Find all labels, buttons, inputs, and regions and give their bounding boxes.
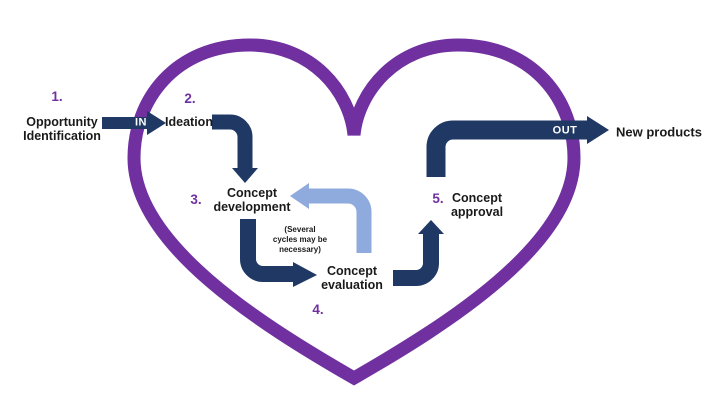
in-label: IN xyxy=(135,116,147,129)
step3-label: Concept development xyxy=(213,186,291,214)
step1-number: 1. xyxy=(51,89,63,104)
in-arrow-head-icon xyxy=(147,111,166,135)
out-arrow-shaft xyxy=(426,120,587,177)
step2-number: 2. xyxy=(184,91,196,106)
step1-label: Opportunity Identification xyxy=(23,115,101,143)
development-to-evaluation-arrow-head-icon xyxy=(293,262,317,287)
ideation-to-development-arrow xyxy=(212,114,253,169)
step3-number: 3. xyxy=(190,192,202,207)
evaluation-to-approval-arrow-head-icon xyxy=(418,220,444,234)
ideation-to-development-arrow-head-icon xyxy=(232,168,258,183)
step5-number: 5. xyxy=(432,191,444,206)
step4-label: Concept evaluation xyxy=(321,264,383,292)
evaluation-return-arrow xyxy=(309,188,372,253)
step2-label: Ideation xyxy=(165,115,213,129)
evaluation-to-approval-arrow xyxy=(393,234,439,286)
step4-number: 4. xyxy=(312,302,324,317)
heart-outline-icon xyxy=(127,38,581,386)
out-arrow-head-icon xyxy=(587,116,609,144)
development-to-evaluation-arrow xyxy=(240,219,293,282)
out-label: OUT xyxy=(552,124,578,137)
evaluation-return-arrow-head-icon xyxy=(290,183,309,209)
step5-label: Concept approval xyxy=(450,191,504,219)
new-products-label: New products xyxy=(616,124,702,140)
cycle-note: (Several cycles may be necessary) xyxy=(272,225,328,254)
